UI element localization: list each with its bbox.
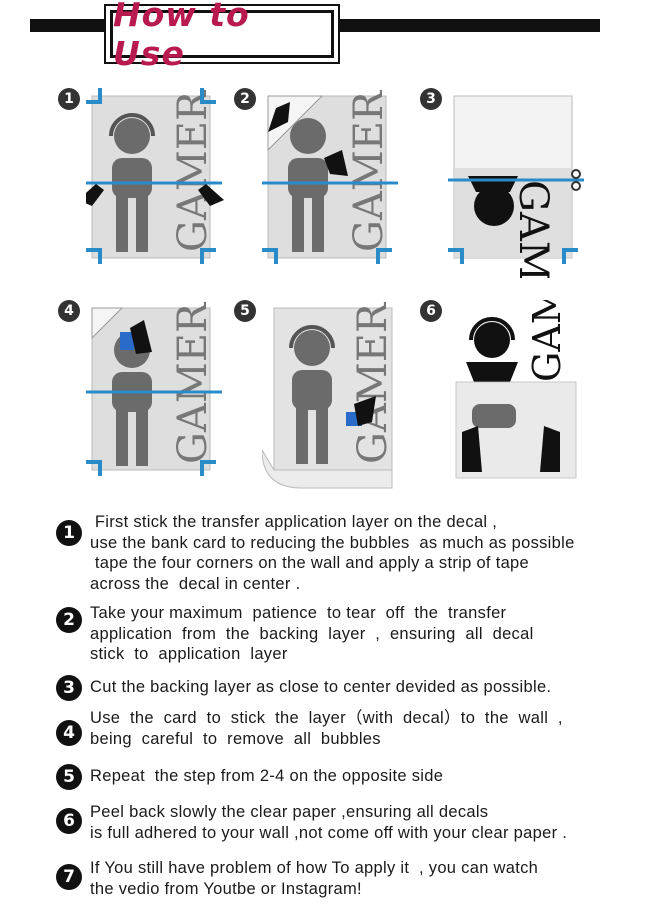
page-title: How to Use (113, 0, 250, 73)
step-bullet: 4 (56, 720, 82, 746)
step-5-illustration: 5 GAMER (234, 300, 412, 490)
instruction-line: First stick the transfer application lay… (90, 513, 498, 531)
decal-panel: GAMER (78, 88, 224, 264)
instruction-line: is full adhered to your wall ,not come o… (90, 823, 568, 842)
gamer-text: GAMER (346, 89, 392, 252)
title-frame: How to Use (104, 0, 340, 73)
instruction-text: Take your maximum patience to tear off t… (90, 603, 534, 665)
step-bullet: 3 (56, 675, 82, 701)
gamer-text: GAMER (510, 180, 556, 278)
gamer-text: GAMER (350, 301, 396, 464)
step-4-illustration: 4 GAMER (58, 300, 236, 490)
header-rule-right (338, 19, 600, 32)
gamer-text: GAMER (525, 300, 569, 382)
instruction-line: being careful to remove all bubbles (90, 729, 381, 748)
instruction-text: Use the card to stick the layer（with dec… (90, 708, 563, 749)
decal-panel: GAMER (261, 301, 396, 489)
header-rule-left (30, 19, 110, 32)
step-number: 2 (234, 88, 256, 110)
step-number: 5 (234, 300, 256, 322)
instruction-text: Repeat the step from 2-4 on the opposite… (90, 766, 443, 787)
instruction-line: Repeat the step from 2-4 on the opposite… (90, 767, 444, 785)
instruction-line: Cut the backing layer as close to center… (90, 678, 552, 696)
title-inner-frame: How to Use (110, 0, 334, 73)
instruction-line: the vedio from Youtbe or Instagram! (90, 879, 362, 898)
step-3-illustration: 3 GAMER (420, 88, 598, 343)
instruction-text: Peel back slowly the clear paper ,ensuri… (90, 802, 567, 843)
step-number: 1 (58, 88, 80, 110)
step-1-illustration: 1 GAMER (58, 88, 236, 278)
instruction-line: stick to application layer (90, 645, 288, 663)
step-bullet: 2 (56, 607, 82, 633)
step-bullet: 1 (56, 520, 82, 546)
instruction-line: If You still have problem of how To appl… (90, 859, 539, 877)
step-number: 3 (420, 88, 442, 110)
gamer-text: GAMER (170, 301, 216, 464)
decal-panel: GAMER (262, 89, 398, 264)
decal-panel: GAMER (455, 228, 577, 479)
instruction-line: Use the card to stick the layer（with dec… (90, 709, 563, 727)
instruction-line: Take your maximum patience to tear off t… (90, 604, 507, 622)
step-bullet: 5 (56, 764, 82, 790)
instruction-line: tape the four corners on the wall and ap… (90, 554, 530, 572)
step-2-illustration: 2 GAMER (234, 88, 412, 278)
instruction-line: use the bank card to reducing the bubble… (90, 533, 575, 552)
instruction-line: across the decal in center . (90, 574, 301, 593)
instruction-line: application from the backing layer , ens… (90, 624, 534, 643)
gamer-text: GAMER (170, 89, 216, 252)
instruction-line: Peel back slowly the clear paper ,ensuri… (90, 803, 489, 821)
step-6-illustration: 6 GAMER (420, 228, 598, 490)
step-number: 4 (58, 300, 80, 322)
step-bullet: 6 (56, 808, 82, 834)
decal-panel: GAMER (448, 95, 584, 343)
step-number: 6 (420, 300, 442, 322)
instruction-text: Cut the backing layer as close to center… (90, 677, 551, 698)
instruction-text: First stick the transfer application lay… (90, 512, 575, 594)
decal-panel: GAMER (86, 301, 222, 476)
instruction-text: If You still have problem of how To appl… (90, 858, 538, 899)
step-bullet: 7 (56, 864, 82, 890)
